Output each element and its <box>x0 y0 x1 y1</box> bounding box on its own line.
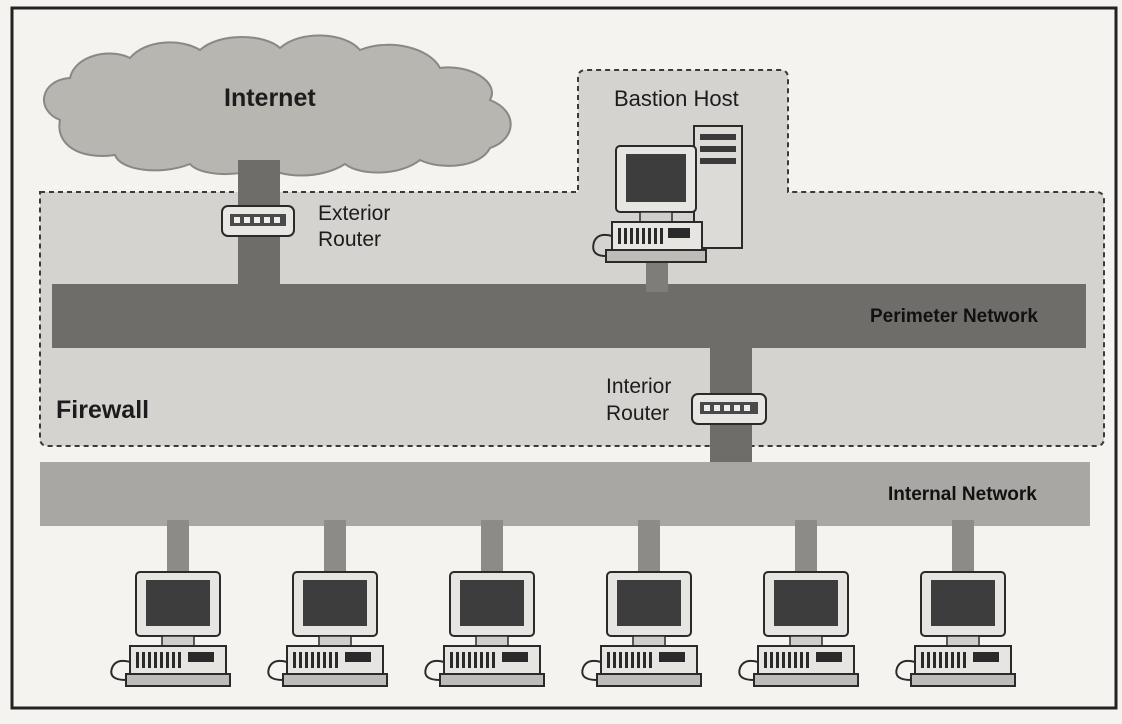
workstation-icon <box>110 520 231 687</box>
workstation-icon <box>424 520 545 687</box>
firewall-label: Firewall <box>56 396 150 424</box>
bastion-host-computer-icon <box>592 125 743 263</box>
interior-router-label-line1: Interior <box>606 375 672 398</box>
workstation-icon <box>267 520 388 687</box>
internal-network-label: Internal Network <box>888 484 1037 505</box>
workstation-icon <box>738 520 859 687</box>
workstation-icon <box>581 520 702 687</box>
bastion-connector <box>646 262 668 292</box>
internal-network-band <box>40 462 1090 526</box>
exterior-router-label-line1: Exterior <box>318 202 391 225</box>
exterior-router-icon <box>221 205 295 237</box>
interior-router-label-line2: Router <box>606 402 670 425</box>
page-border <box>10 6 1118 710</box>
perimeter-network-band <box>52 284 1086 348</box>
firewall-zone <box>39 69 1105 447</box>
perimeter-network-label: Perimeter Network <box>870 306 1038 327</box>
exterior-router-label-line2: Router <box>318 228 382 251</box>
internal-workstations <box>110 520 1016 687</box>
bastion-host-label: Bastion Host <box>614 86 739 111</box>
interior-router-icon <box>691 393 767 425</box>
internet-cloud <box>43 34 512 177</box>
workstation-icon <box>895 520 1016 687</box>
internet-label: Internet <box>224 84 316 112</box>
